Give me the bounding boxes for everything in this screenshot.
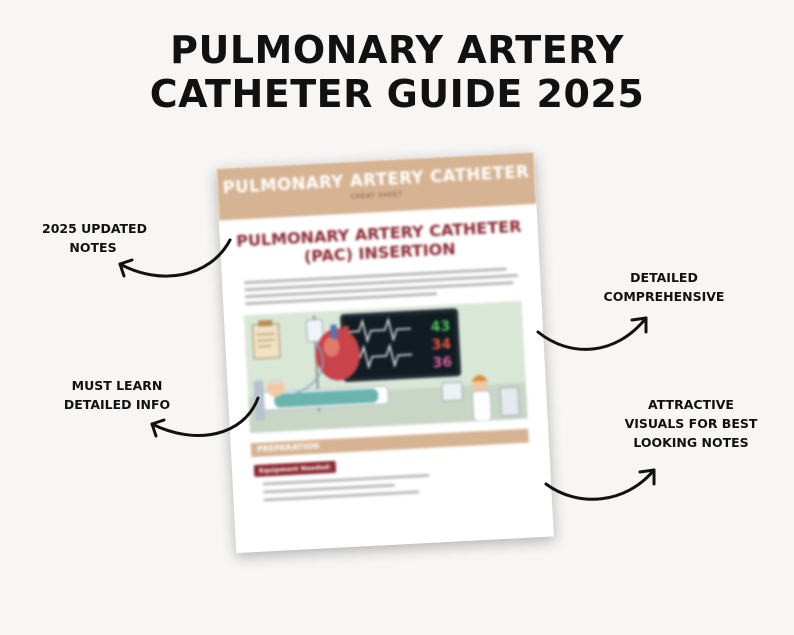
callout-learn-line-1: MUST LEARN (71, 378, 163, 393)
doc-equipment-badge: Equipment Needed: (253, 460, 337, 478)
arrow-to-attractive-visuals (544, 468, 656, 501)
monitor-value-3: 36 (432, 355, 452, 372)
headline-line-1: PULMONARY ARTERY (170, 28, 624, 72)
doc-title: PULMONARY ARTERY CATHETER (PAC) INSERTIO… (235, 216, 522, 267)
doc-intro-paragraph (244, 267, 519, 306)
callout-learn-line-2: DETAILED INFO (63, 397, 171, 412)
callout-updated-line-1: 2025 UPDATED (42, 221, 147, 236)
callout-visuals-line-1: ATTRACTIVE (648, 397, 734, 412)
headline-line-2: CATHETER GUIDE 2025 (149, 72, 645, 116)
doc-section-preparation: PREPARATION (250, 428, 529, 458)
callout-visuals-line-3: LOOKING NOTES (633, 435, 749, 450)
cheat-sheet-preview: PULMONARY ARTERY CATHETER CHEAT SHEET PU… (216, 151, 554, 554)
callout-attractive-visuals: ATTRACTIVE VISUALS FOR BEST LOOKING NOTE… (620, 395, 762, 452)
monitor-value-1: 43 (430, 319, 450, 336)
callout-must-learn: MUST LEARN DETAILED INFO (58, 376, 176, 414)
callout-updated-line-2: NOTES (69, 240, 117, 255)
monitor-value-2: 34 (431, 337, 452, 354)
doc-header-band: PULMONARY ARTERY CATHETER CHEAT SHEET (216, 151, 537, 221)
doc-illustration: 43 34 36 (243, 300, 528, 434)
callout-detailed-line-2: COMPREHENSIVE (603, 289, 725, 304)
callout-detailed-line-1: DETAILED (630, 270, 698, 285)
callout-visuals-line-2: VISUALS FOR BEST (624, 416, 758, 431)
callout-updated-notes: 2025 UPDATED NOTES (42, 219, 147, 257)
page-headline: PULMONARY ARTERY CATHETER GUIDE 2025 (0, 28, 794, 116)
hospital-scene-illustration: 43 34 36 (243, 300, 528, 434)
arrow-to-detailed (536, 316, 648, 351)
callout-detailed: DETAILED COMPREHENSIVE (600, 268, 728, 306)
